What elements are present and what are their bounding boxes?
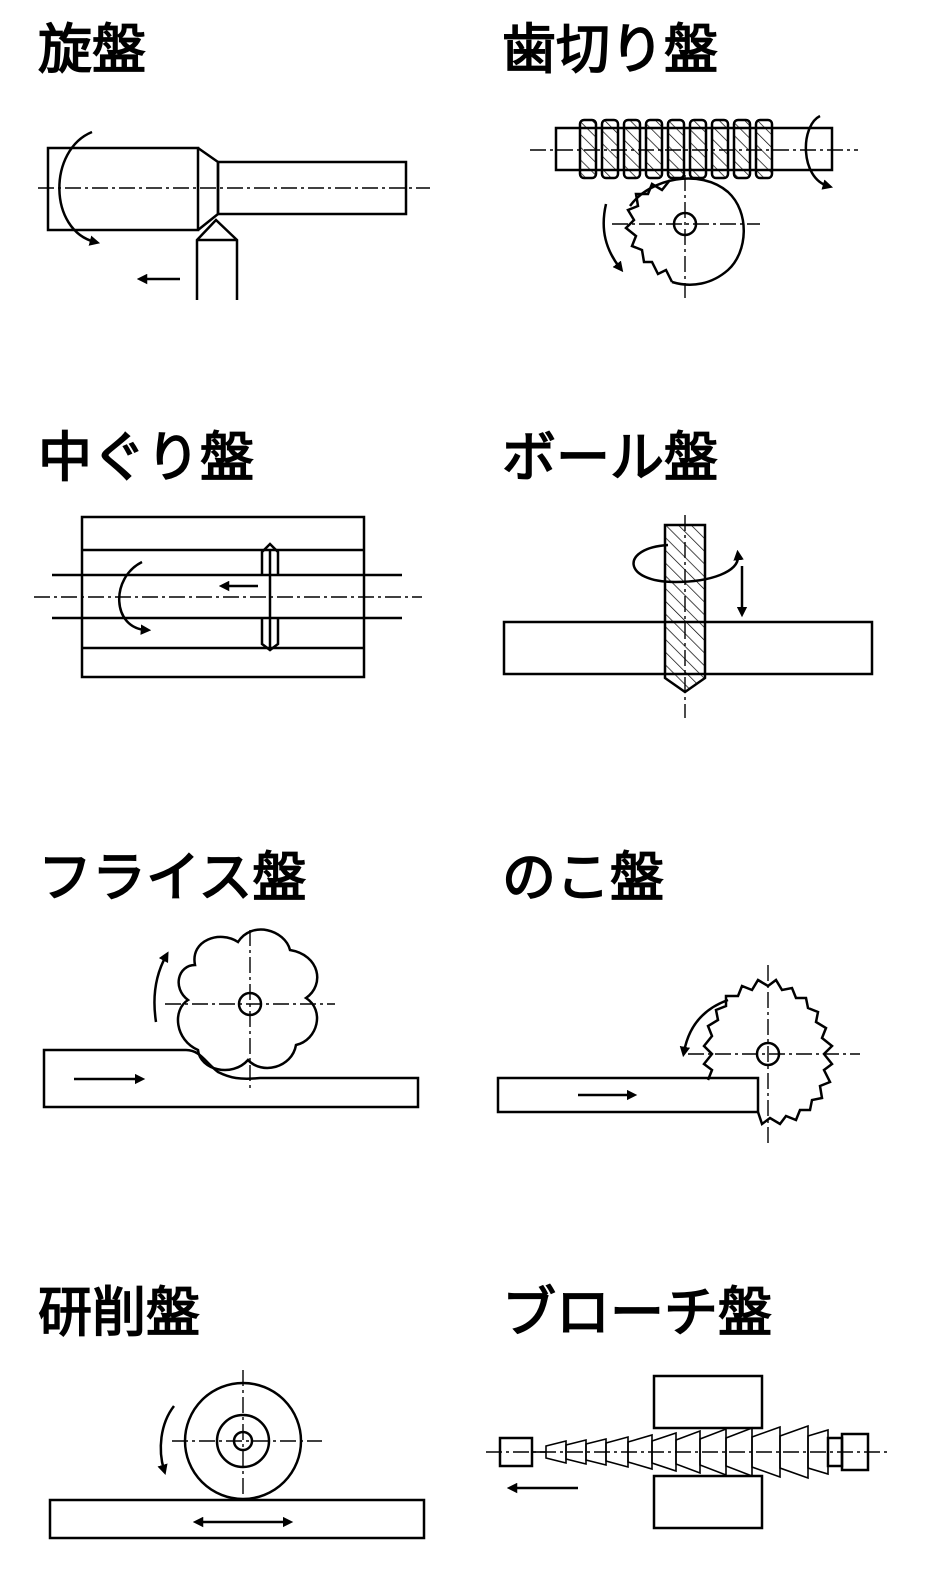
broaching-title: ブローチ盤	[502, 1280, 772, 1344]
saw-blade-teeth	[702, 978, 834, 1127]
lathe-cutting-tool	[195, 218, 239, 300]
broaching-workpiece-bottom	[652, 1474, 764, 1530]
grinding-title: 研削盤	[38, 1280, 200, 1344]
lathe-workpiece-large	[46, 146, 200, 232]
lathe-workpiece-small	[216, 160, 408, 216]
milling-workpiece	[42, 1048, 420, 1109]
boring-rotation-arrow-icon	[118, 560, 152, 635]
sawing-workpiece	[496, 1076, 760, 1114]
boring-tool-bottom	[260, 618, 280, 652]
saw-blade-bore	[755, 1041, 781, 1067]
lathe-rotation-arrow-icon	[58, 130, 101, 246]
sawing-rotation-arrow-icon	[679, 998, 729, 1058]
broach-teeth	[545, 1424, 829, 1480]
hob-rotation-arrow-icon	[804, 114, 834, 190]
boring-tool-top	[260, 542, 280, 575]
lathe-workpiece-chamfer	[197, 146, 220, 231]
broach-follower-end	[840, 1432, 870, 1472]
hob-threads	[578, 118, 774, 180]
drilling-rotation-arrow-icon	[632, 543, 744, 584]
boring-title: 中ぐり盤	[38, 425, 254, 489]
drilling-diagram	[502, 515, 874, 718]
gear-blank	[628, 177, 745, 286]
gear-bore	[672, 211, 698, 237]
gear-rotation-arrow-icon	[602, 203, 624, 273]
lathe-diagram	[38, 130, 430, 300]
broaching-diagram	[486, 1374, 890, 1530]
milling-cutter-bore	[237, 991, 263, 1017]
gear-teeth	[624, 179, 674, 283]
milling-title: フライス盤	[38, 845, 307, 909]
sawing-diagram	[496, 965, 860, 1145]
grinding-diagram	[48, 1370, 426, 1540]
gear-cutting-diagram	[530, 114, 858, 298]
drilling-title: ボール盤	[502, 425, 718, 489]
broaching-workpiece-top	[652, 1374, 764, 1430]
sawing-title: のこ盤	[502, 845, 664, 909]
gear-cutting-title: 歯切り盤	[502, 17, 718, 81]
milling-diagram	[42, 928, 420, 1109]
milling-rotation-arrow-icon	[153, 951, 169, 1023]
boring-diagram	[34, 515, 422, 679]
grinding-workpiece	[48, 1498, 426, 1540]
grinding-rotation-arrow-icon	[157, 1405, 175, 1476]
milling-cutter	[176, 928, 319, 1072]
lathe-title: 旋盤	[38, 17, 146, 81]
